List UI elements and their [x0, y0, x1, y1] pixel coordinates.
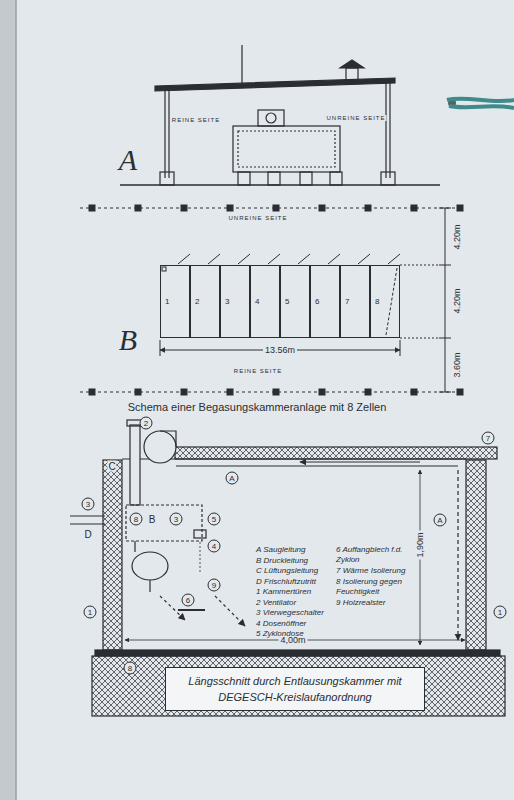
cell-number: 7: [345, 297, 349, 306]
section-letter: B: [119, 323, 137, 357]
chamber-cell: 8: [370, 265, 400, 338]
legend-entry: 8 Isolierung gegen Feuchtigkeit: [336, 577, 416, 597]
dimension: 1,90m: [415, 530, 425, 559]
door-mark: [178, 254, 400, 264]
figure-caption: Schema einer Begasungskammeranlage mit 8…: [0, 401, 514, 413]
door-mark: [238, 254, 250, 264]
ground-marker: [457, 205, 463, 211]
ground-marker: [319, 205, 325, 211]
door-mark: [178, 254, 190, 264]
ground-marker: [89, 389, 95, 395]
section-c: [70, 420, 505, 716]
section-a: [120, 45, 440, 185]
callout-number: 6: [182, 594, 195, 607]
ground-marker: [227, 205, 233, 211]
ground-marker: [411, 389, 417, 395]
ground-marker: [411, 205, 417, 211]
ground-line: [80, 205, 463, 395]
chamber-cell: 3: [220, 265, 250, 338]
callout-number: 8: [130, 513, 143, 526]
legend-entry: 9 Holzrealster: [336, 598, 385, 608]
door-mark: [358, 254, 370, 264]
callout-number: 2: [140, 417, 153, 430]
door-mark: [298, 254, 310, 264]
dimension: 13.56m: [263, 345, 297, 355]
ground-marker: [89, 205, 95, 211]
legend-entry: 6 Auffangblech f.d. Zyklon: [336, 545, 414, 565]
legend-entry: 5 Zyklondose: [256, 629, 304, 639]
side-label: REINE SEITE: [171, 117, 221, 123]
legend-entry: 4 Dosenöffner: [256, 619, 306, 629]
ground-marker: [227, 389, 233, 395]
door-mark: [328, 254, 340, 264]
part-letter: B: [148, 514, 157, 525]
callout-number: 1: [84, 606, 97, 619]
legend-entry: C Lüftungsleitung: [256, 566, 318, 576]
callout-number: A: [434, 514, 447, 527]
ground-marker: [135, 205, 141, 211]
chamber-cell: 5: [280, 265, 310, 338]
legend-entry: 2 Ventilator: [256, 598, 296, 608]
ground-marker: [181, 205, 187, 211]
ground-marker: [273, 205, 279, 211]
side-label: REINE SEITE: [233, 368, 283, 374]
title-box: Längsschnitt durch Entlausungskammer mit…: [165, 667, 425, 711]
cell-number: 4: [255, 297, 259, 306]
side-label: UNREINE SEITE: [227, 215, 288, 221]
ground-marker: [457, 389, 463, 395]
dimension: 4.20m: [452, 286, 462, 315]
cell-number: 2: [195, 297, 199, 306]
door-mark: [268, 254, 280, 264]
callout-number: 5: [208, 513, 221, 526]
chamber-cell: 1: [160, 265, 190, 338]
callout-number: 4: [208, 540, 221, 553]
part-letter: C: [107, 461, 116, 472]
cell-number: 1: [165, 297, 169, 306]
ground-marker: [319, 389, 325, 395]
callout-number: 3: [82, 498, 95, 511]
ground-marker: [365, 205, 371, 211]
callout-number: 9: [208, 579, 221, 592]
side-label: UNREINE SEITE: [325, 115, 386, 121]
ground-marker: [181, 389, 187, 395]
callout-number: 7: [482, 432, 495, 445]
ground-marker: [135, 389, 141, 395]
legend-entry: 7 Wärme Isolierung: [336, 566, 405, 576]
legend-entry: 3 Vierwegeschalter: [256, 608, 324, 618]
callout-number: 8: [124, 662, 137, 675]
cell-number: 8: [375, 297, 379, 306]
door-mark: [388, 254, 400, 264]
callout-number: 3: [170, 513, 183, 526]
door-mark: [208, 254, 220, 264]
callout-number: A: [226, 472, 239, 485]
legend-entry: A Saugleitung: [256, 545, 306, 555]
page-edge: [0, 0, 16, 800]
chamber-cell: 7: [340, 265, 370, 338]
section-b: [160, 208, 451, 392]
legend-entry: 1 Kammertüren: [256, 587, 311, 597]
part-letter: D: [83, 529, 92, 540]
binding-cord: [447, 98, 514, 108]
ground-marker: [273, 389, 279, 395]
dimension: 3.60m: [452, 350, 462, 379]
chamber-cell: 2: [190, 265, 220, 338]
section-letter: A: [119, 143, 137, 177]
dimension: 4.20m: [452, 222, 462, 251]
ground-marker: [365, 389, 371, 395]
legend-entry: D Frischluftzutritt: [256, 577, 316, 587]
cell-number: 5: [285, 297, 289, 306]
chamber-cell: 6: [310, 265, 340, 338]
chamber-cell: 4: [250, 265, 280, 338]
section-title: Längsschnitt durch Entlausungskammer mit…: [177, 673, 413, 705]
callout-number: 1: [494, 606, 507, 619]
cell-number: 3: [225, 297, 229, 306]
legend-entry: B Druckleitung: [256, 556, 308, 566]
cell-number: 6: [315, 297, 319, 306]
